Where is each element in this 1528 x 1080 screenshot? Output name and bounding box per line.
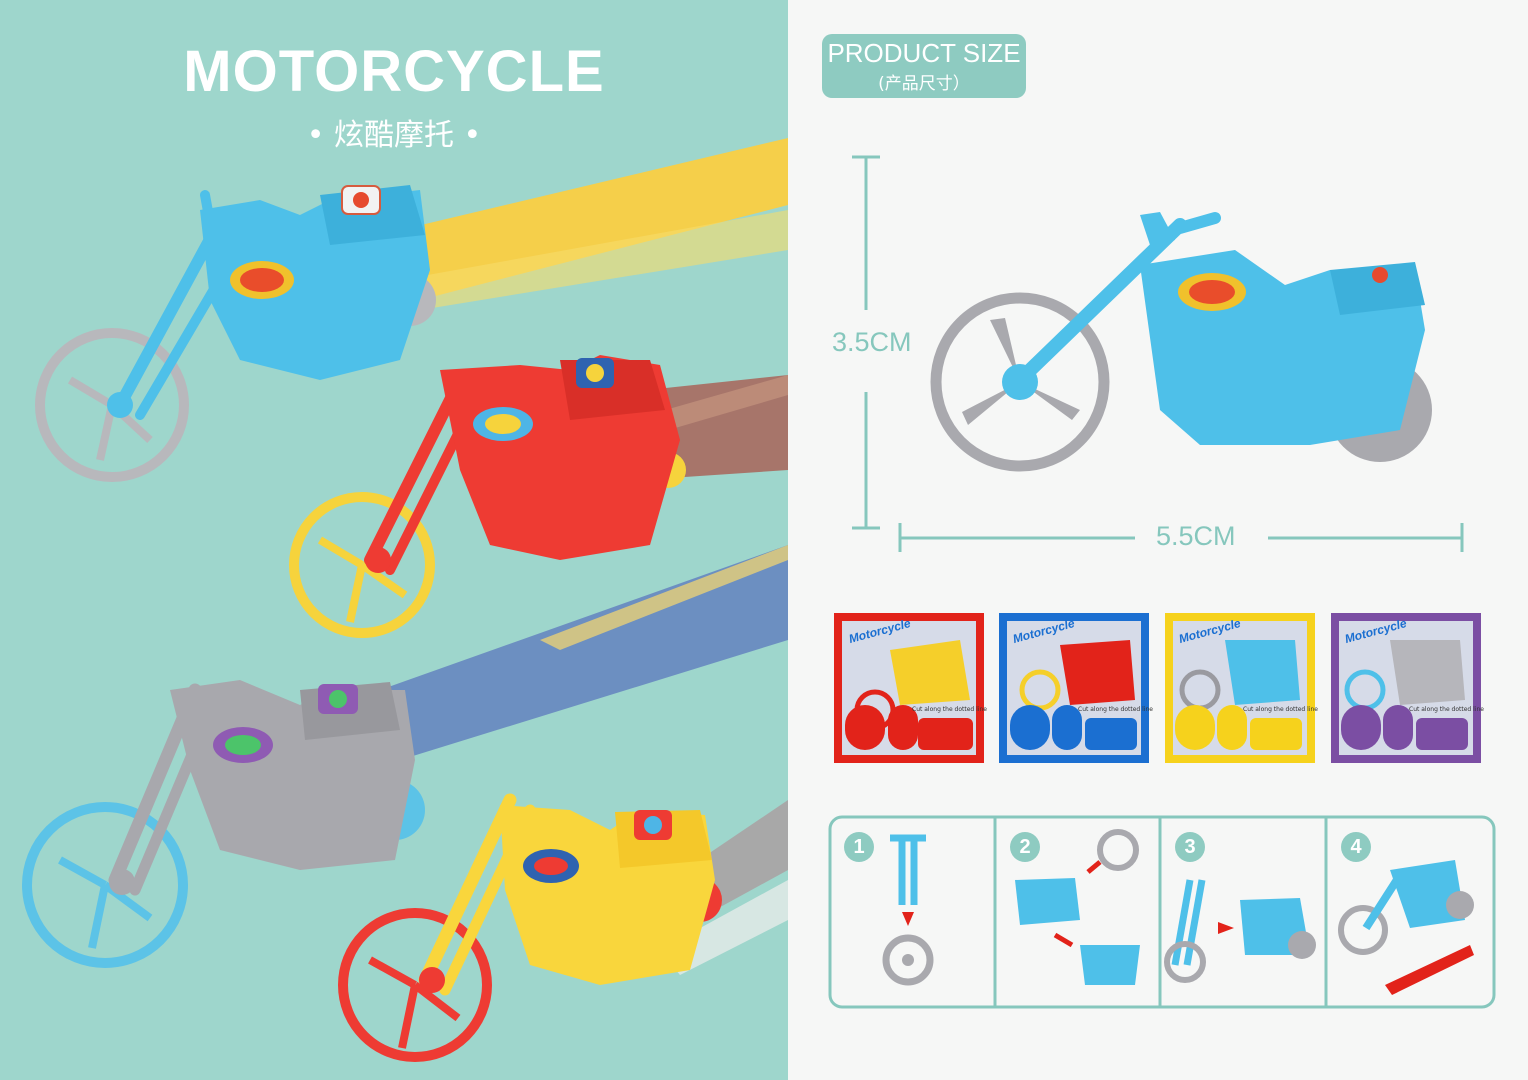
step-3-number: 3 [1175, 832, 1205, 862]
product-title: MOTORCYCLE [183, 39, 605, 104]
product-size-badge: PRODUCT SIZE (产品尺寸） [822, 34, 1026, 98]
width-dimension-label: 5.5CM [1150, 521, 1242, 552]
stripe-yellow [400, 138, 788, 300]
sticker-instruction-blue: Cut along the dotted line [1078, 706, 1153, 713]
promo-artwork [0, 0, 788, 1080]
blue-motorcycle-image [35, 185, 436, 482]
product-subtitle: • 炫酷摩托 • [306, 118, 482, 153]
height-dimension-label: 3.5CM [826, 327, 918, 358]
red-motorcycle-image [289, 355, 686, 638]
product-size-label-cn: (产品尺寸） [878, 74, 970, 94]
sticker-instruction-yellow: Cut along the dotted line [1243, 706, 1318, 713]
product-size-label: PRODUCT SIZE [827, 38, 1021, 68]
sticker-instruction-red: Cut along the dotted line [912, 706, 987, 713]
yellow-motorcycle-image [338, 793, 722, 1062]
step-1-number: 1 [844, 832, 874, 862]
sticker-instruction-purple: Cut along the dotted line [1409, 706, 1484, 713]
step-2-number: 2 [1010, 832, 1040, 862]
silver-motorcycle-image [22, 680, 425, 968]
promo-panel: MOTORCYCLE • 炫酷摩托 • [0, 0, 788, 1080]
step-4-number: 4 [1341, 832, 1371, 862]
